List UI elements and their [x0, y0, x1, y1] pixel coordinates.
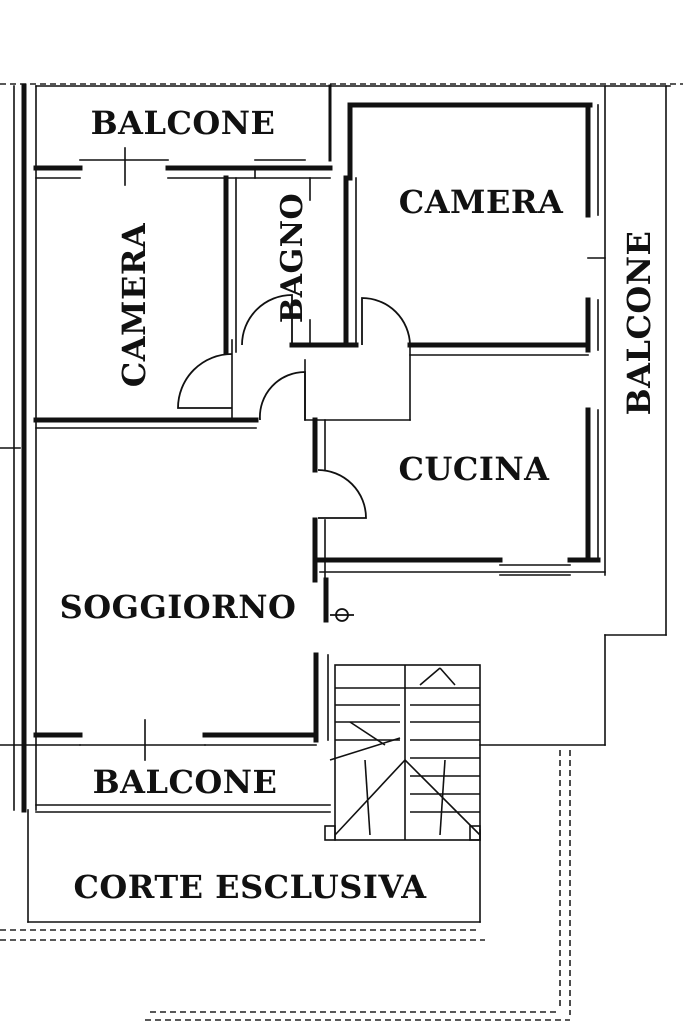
door-swings [177, 294, 411, 622]
camera-right-label: CAMERA [399, 183, 564, 221]
cucina-label: CUCINA [399, 450, 551, 488]
outer-guides [0, 83, 683, 1021]
soggiorno-label: SOGGIORNO [60, 588, 297, 626]
balcone-top-walls [33, 147, 333, 186]
balcone-bottom-label: BALCONE [93, 763, 278, 801]
soggiorno-walls [0, 447, 329, 761]
staircase [324, 664, 481, 841]
bagno-walls [223, 175, 359, 355]
hall-walls [304, 344, 411, 473]
balcone-bottom-walls [35, 804, 331, 813]
exterior-walls [13, 83, 671, 923]
balcone-right-label: BALCONE [620, 231, 658, 416]
balcone-top-label: BALCONE [91, 104, 276, 142]
camera-right-walls [347, 102, 606, 356]
bagno-label: BAGNO [275, 193, 310, 323]
corte-esclusiva-label: CORTE ESCLUSIVA [73, 868, 427, 906]
cucina-walls [312, 407, 606, 583]
camera-left-label: CAMERA [115, 222, 153, 387]
